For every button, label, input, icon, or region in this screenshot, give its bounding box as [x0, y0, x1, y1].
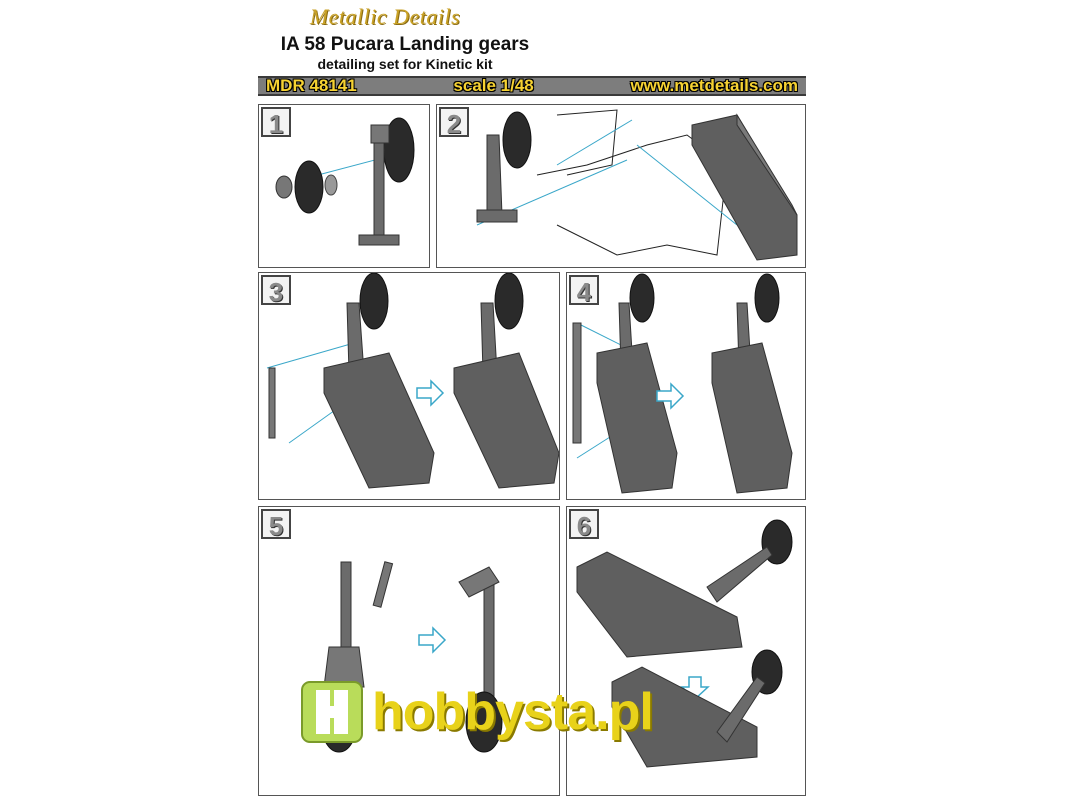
step-4-illustration	[572, 273, 793, 494]
page-title: IA 58 Pucara Landing gears	[280, 34, 530, 55]
website-link[interactable]: www.metdetails.com	[630, 76, 798, 95]
gear-strut	[486, 134, 503, 216]
step-2-panel: 2	[436, 104, 806, 268]
step-2-illustration	[476, 109, 798, 261]
main-wheel-assembled	[754, 273, 780, 323]
step-number: 2	[439, 107, 469, 139]
nose-wheel-assembled	[465, 691, 503, 753]
step-4-panel: 4	[566, 272, 806, 500]
step-3-panel: 3	[258, 272, 560, 500]
next-arrow	[418, 626, 447, 654]
step-1-illustration	[275, 117, 415, 246]
gear-bay	[323, 352, 435, 489]
product-code: MDR 48141	[266, 76, 357, 95]
brand-logo-text: Metallic Details	[309, 4, 461, 29]
watermark: hobbysta.pl	[300, 676, 654, 748]
step-3-illustration	[266, 273, 559, 489]
next-arrow	[416, 379, 445, 407]
gear-strut	[706, 546, 773, 603]
watermark-text: hobbysta.pl	[372, 683, 654, 741]
step-1-panel: 1	[258, 104, 430, 268]
detail-strut-part	[268, 367, 276, 439]
step-number: 3	[261, 275, 291, 307]
next-arrow	[680, 676, 710, 701]
gear-strut	[373, 139, 385, 241]
step-5-panel: 5	[258, 506, 560, 796]
watermark-logo-icon	[301, 681, 363, 743]
main-wheel	[502, 111, 532, 169]
scale-label: scale 1/48	[453, 76, 534, 95]
wheel-hub	[275, 175, 293, 199]
main-wheel	[629, 273, 655, 323]
main-wheel-assembled	[494, 273, 524, 330]
nacelle-bay-assembled	[611, 666, 758, 768]
step-number: 1	[261, 107, 291, 139]
step-number: 6	[569, 509, 599, 541]
gear-bay-assembled	[453, 352, 559, 489]
nacelle-bay	[576, 551, 743, 658]
main-wheel	[359, 273, 389, 330]
gear-bay	[596, 342, 678, 494]
wheel-tire	[294, 160, 324, 214]
step-6-illustration	[576, 519, 793, 768]
gear-bay-assembled	[711, 342, 793, 494]
step-number: 4	[569, 275, 599, 307]
page-subtitle: detailing set for Kinetic kit	[317, 56, 493, 72]
info-bar: MDR 48141 scale 1/48 www.metdetails.com	[258, 76, 806, 96]
step-number: 5	[261, 509, 291, 541]
drag-link-part	[372, 561, 394, 608]
next-arrow	[656, 382, 685, 410]
step-6-panel: 6	[566, 506, 806, 796]
detail-strut-part	[572, 322, 582, 444]
step-5-illustration	[320, 561, 503, 753]
